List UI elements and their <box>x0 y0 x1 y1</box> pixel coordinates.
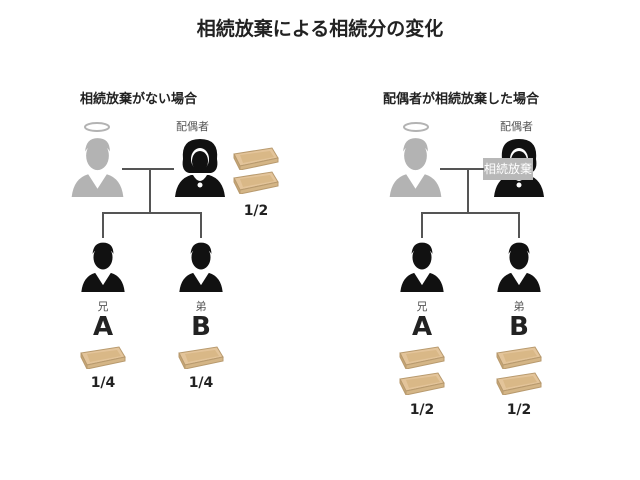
brick-icon <box>398 345 446 369</box>
sibling-line <box>421 212 520 214</box>
left-subtitle: 相続放棄がない場合 <box>80 92 198 107</box>
child-a-name: A <box>92 312 114 342</box>
brick-icon <box>232 146 280 170</box>
child-b-name: B <box>509 312 529 342</box>
descent-line <box>149 168 151 214</box>
child-line <box>421 212 423 238</box>
marriage-line <box>440 168 484 170</box>
child-b-share: 1/2 <box>506 402 532 418</box>
brick-icon <box>398 371 446 395</box>
brick-icon <box>177 345 225 369</box>
deceased-person-icon <box>388 135 443 197</box>
brick-icon <box>79 345 127 369</box>
child-b-relation: 弟 <box>195 300 207 313</box>
child-b-icon <box>494 240 544 292</box>
halo-icon <box>403 122 429 132</box>
spouse-label: 配偶者 <box>176 120 209 133</box>
spouse-label: 配偶者 <box>500 120 533 133</box>
brick-icon <box>232 170 280 194</box>
child-b-share: 1/4 <box>188 375 214 391</box>
child-a-relation: 兄 <box>416 300 428 313</box>
brick-icon <box>495 345 543 369</box>
marriage-line <box>122 168 174 170</box>
child-a-icon <box>397 240 447 292</box>
spouse-share: 1/2 <box>243 203 269 219</box>
brick-icon <box>495 371 543 395</box>
spouse-icon <box>174 137 226 197</box>
descent-line <box>467 168 469 214</box>
deceased-person-icon <box>70 135 125 197</box>
child-line <box>518 212 520 238</box>
child-b-icon <box>176 240 226 292</box>
diagram-title: 相続放棄による相続分の変化 <box>196 18 444 40</box>
halo-icon <box>84 122 110 132</box>
child-a-name: A <box>411 312 433 342</box>
child-line <box>200 212 202 238</box>
sibling-line <box>102 212 202 214</box>
child-a-share: 1/2 <box>409 402 435 418</box>
right-subtitle: 配偶者が相続放棄した場合 <box>383 92 540 107</box>
child-a-relation: 兄 <box>97 300 109 313</box>
child-a-icon <box>78 240 128 292</box>
child-b-relation: 弟 <box>513 300 525 313</box>
child-a-share: 1/4 <box>90 375 116 391</box>
child-b-name: B <box>191 312 211 342</box>
child-line <box>102 212 104 238</box>
renounce-badge: 相続放棄 <box>483 158 533 180</box>
